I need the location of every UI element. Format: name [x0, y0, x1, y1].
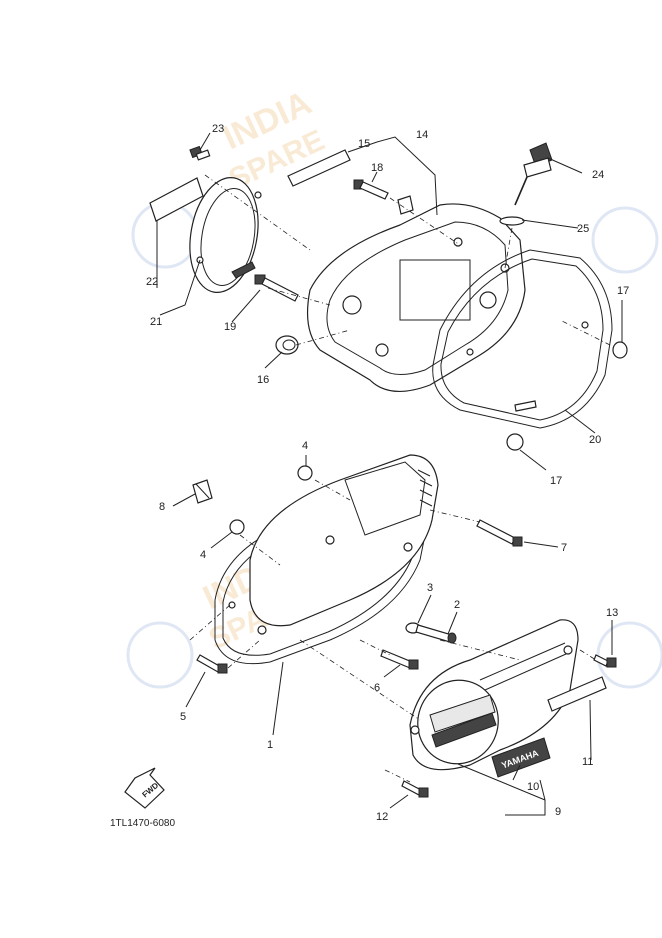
bolt-12	[401, 780, 429, 798]
callout-7: 7	[561, 542, 567, 554]
bolt-23	[189, 145, 211, 161]
callout-22: 22	[146, 276, 158, 288]
callout-3: 3	[427, 582, 433, 594]
bolt-19	[254, 274, 299, 302]
callout-labels: 23 15 14 18 24 25 22 21 19 17 16 20 17 4…	[110, 123, 629, 829]
seal-16	[275, 335, 299, 355]
callout-16: 16	[257, 374, 269, 386]
fwd-arrow-icon: FWD	[124, 767, 165, 809]
callout-19: 19	[224, 321, 236, 333]
callout-20: 20	[589, 434, 601, 446]
clip-18b	[397, 195, 414, 215]
bolt-6	[380, 649, 419, 670]
crankcase-cover-14	[306, 203, 526, 393]
callout-21: 21	[150, 316, 162, 328]
callout-24: 24	[592, 169, 604, 181]
callout-4b: 4	[200, 549, 206, 561]
leader-lines-top	[156, 132, 623, 471]
callout-9: 9	[555, 806, 561, 818]
pin-2	[415, 624, 457, 644]
clutch-cover	[228, 454, 439, 635]
cover-ring-21	[189, 176, 262, 294]
bolt-13	[593, 654, 617, 668]
bolt-5	[196, 654, 228, 674]
dowel-17-a	[612, 341, 628, 359]
outer-cover-9	[409, 619, 579, 771]
gasket-20	[432, 249, 613, 429]
callout-17b: 17	[550, 475, 562, 487]
callout-13: 13	[606, 607, 618, 619]
callout-4a: 4	[302, 440, 308, 452]
callout-10: 10	[527, 781, 539, 793]
dowel-4-a	[297, 465, 313, 481]
callout-25: 25	[577, 223, 589, 235]
callout-2: 2	[454, 599, 460, 611]
yamaha-emblem-10: YAMAHA	[491, 737, 551, 778]
diagram-code: 1TL1470-6080	[110, 818, 175, 829]
callout-1: 1	[267, 739, 273, 751]
callout-18: 18	[371, 162, 383, 174]
dowel-4-b	[229, 519, 245, 535]
dowel-17-b	[506, 433, 524, 451]
dipstick-24	[514, 142, 553, 206]
callout-14: 14	[416, 129, 428, 141]
callout-11: 11	[582, 756, 593, 768]
strip-22	[149, 177, 204, 222]
clip-8	[192, 479, 213, 504]
callout-17a: 17	[617, 285, 629, 297]
callout-5: 5	[180, 711, 186, 723]
leader-lines-bottom	[172, 455, 613, 816]
bolt-7	[476, 519, 523, 547]
callout-15: 15	[358, 138, 370, 150]
callout-23: 23	[212, 123, 224, 135]
callout-8: 8	[159, 501, 165, 513]
bolt-18	[353, 179, 389, 200]
strip-11	[547, 676, 607, 712]
o-ring-25	[499, 216, 525, 226]
callout-6: 6	[374, 682, 380, 694]
callout-12: 12	[376, 811, 388, 823]
label-strip-15	[287, 149, 351, 187]
